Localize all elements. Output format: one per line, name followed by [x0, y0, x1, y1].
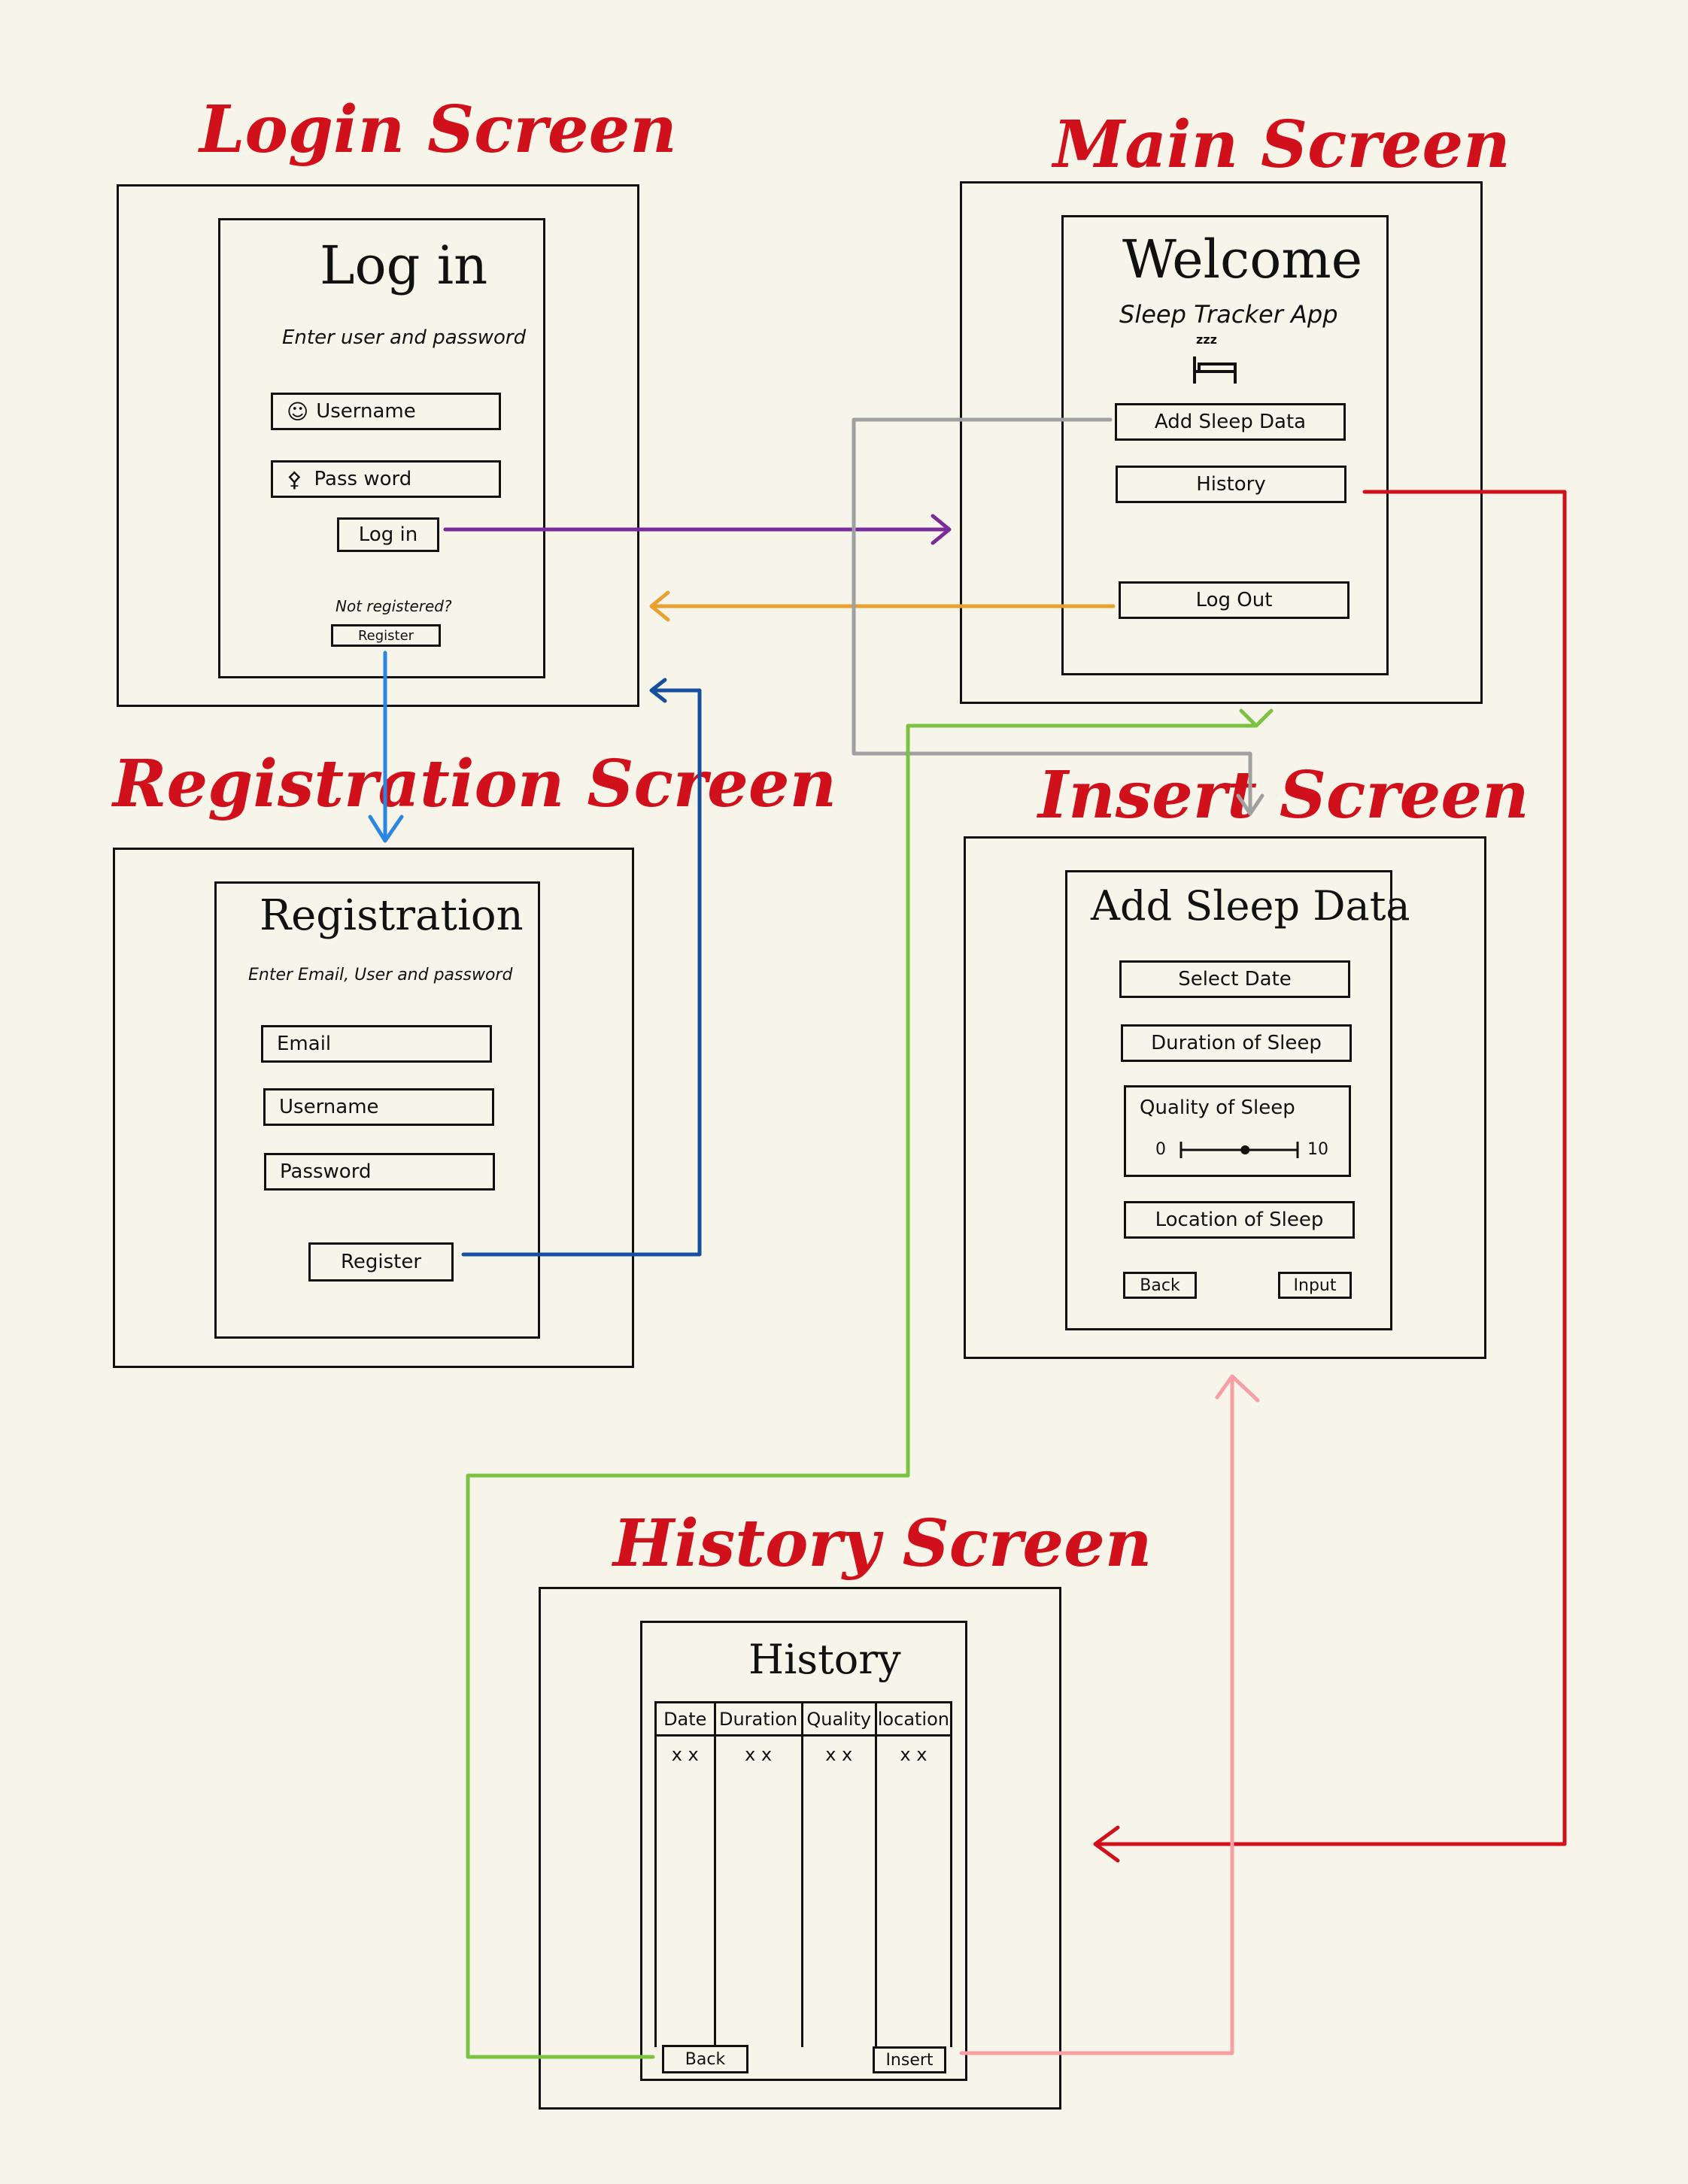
- history-heading: History: [748, 1636, 901, 1683]
- history-frame: [539, 1587, 1061, 2110]
- logout-button[interactable]: Log Out: [1119, 581, 1349, 619]
- email-field[interactable]: Email: [261, 1025, 492, 1063]
- arrow-main-to-login: [649, 590, 1116, 622]
- history-insert-button[interactable]: Insert: [873, 2046, 946, 2073]
- column-header-location: location: [874, 1701, 953, 1737]
- history-table: Date Duration Quality location x x x x x…: [654, 1701, 953, 2047]
- username-placeholder: Username: [316, 400, 416, 423]
- insert-screen-title: Insert Screen: [1038, 757, 1529, 833]
- column-header-quality: Quality: [800, 1701, 877, 1737]
- insert-phone: [1065, 870, 1392, 1330]
- registration-password-field[interactable]: Password: [264, 1153, 495, 1191]
- table-cell: x x: [654, 1735, 716, 2047]
- not-registered-text: Not registered?: [335, 597, 452, 615]
- history-back-button[interactable]: Back: [662, 2045, 748, 2073]
- duration-field[interactable]: Duration of Sleep: [1121, 1024, 1352, 1062]
- history-screen-title: History Screen: [613, 1506, 1152, 1582]
- history-phone: [640, 1621, 967, 2081]
- main-heading: Welcome: [1122, 229, 1363, 290]
- bed-icon: [1193, 356, 1237, 384]
- quality-label: Quality of Sleep: [1140, 1097, 1295, 1119]
- table-cell: x x: [874, 1735, 953, 2047]
- registration-frame: [113, 848, 634, 1368]
- main-phone: [1061, 215, 1389, 675]
- table-row[interactable]: x x x x x x x x: [654, 1735, 953, 2047]
- login-register-button[interactable]: Register: [331, 624, 441, 647]
- arrow-history-to-main: [466, 708, 1274, 2059]
- slider-knob[interactable]: [1240, 1145, 1250, 1154]
- login-screen-title: Login Screen: [199, 92, 677, 168]
- arrow-main-to-insert: [852, 417, 1264, 816]
- sleep-zzz-text: zzz: [1196, 332, 1217, 347]
- login-button[interactable]: Log in: [337, 517, 439, 552]
- main-screen-title: Main Screen: [1053, 107, 1510, 183]
- arrow-main-to-history: [1093, 490, 1567, 1863]
- main-frame: [960, 181, 1483, 704]
- input-button[interactable]: Input: [1278, 1272, 1352, 1299]
- password-input[interactable]: ⚴ Pass word: [271, 460, 501, 498]
- key-icon: ⚴: [287, 466, 302, 492]
- table-cell: x x: [800, 1735, 877, 2047]
- quality-slider[interactable]: [1177, 1136, 1301, 1164]
- location-field[interactable]: Location of Sleep: [1124, 1201, 1355, 1239]
- registration-screen-title: Registration Screen: [113, 746, 837, 822]
- history-button[interactable]: History: [1116, 466, 1346, 503]
- main-subtitle: Sleep Tracker App: [1119, 300, 1338, 329]
- slider-min-label: 0: [1155, 1140, 1166, 1159]
- column-header-date: Date: [654, 1701, 716, 1737]
- registration-subtitle: Enter Email, User and password: [248, 966, 513, 984]
- user-icon: ☺: [287, 399, 309, 424]
- column-header-duration: Duration: [713, 1701, 803, 1737]
- login-heading: Log in: [320, 235, 488, 296]
- add-sleep-data-button[interactable]: Add Sleep Data: [1115, 403, 1346, 441]
- insert-back-button[interactable]: Back: [1123, 1272, 1197, 1299]
- arrow-login-to-registration: [368, 651, 404, 843]
- registration-phone: [214, 881, 540, 1339]
- arrow-login-to-main: [443, 514, 952, 545]
- registration-heading: Registration: [260, 891, 524, 940]
- insert-frame: [964, 836, 1486, 1359]
- login-phone: [218, 218, 545, 678]
- registration-username-field[interactable]: Username: [263, 1088, 494, 1126]
- username-input[interactable]: ☺ Username: [271, 393, 501, 430]
- registration-register-button[interactable]: Register: [308, 1242, 454, 1282]
- arrow-registration-to-login: [461, 678, 702, 1257]
- login-subtitle: Enter user and password: [282, 326, 527, 349]
- select-date-field[interactable]: Select Date: [1119, 960, 1350, 998]
- quality-box: Quality of Sleep: [1124, 1085, 1351, 1177]
- password-placeholder: Pass word: [314, 468, 412, 490]
- table-cell: x x: [713, 1735, 803, 2047]
- insert-heading: Add Sleep Data: [1091, 882, 1410, 930]
- login-frame: [117, 184, 639, 707]
- slider-max-label: 10: [1307, 1140, 1328, 1159]
- arrow-history-to-insert: [959, 1374, 1260, 2055]
